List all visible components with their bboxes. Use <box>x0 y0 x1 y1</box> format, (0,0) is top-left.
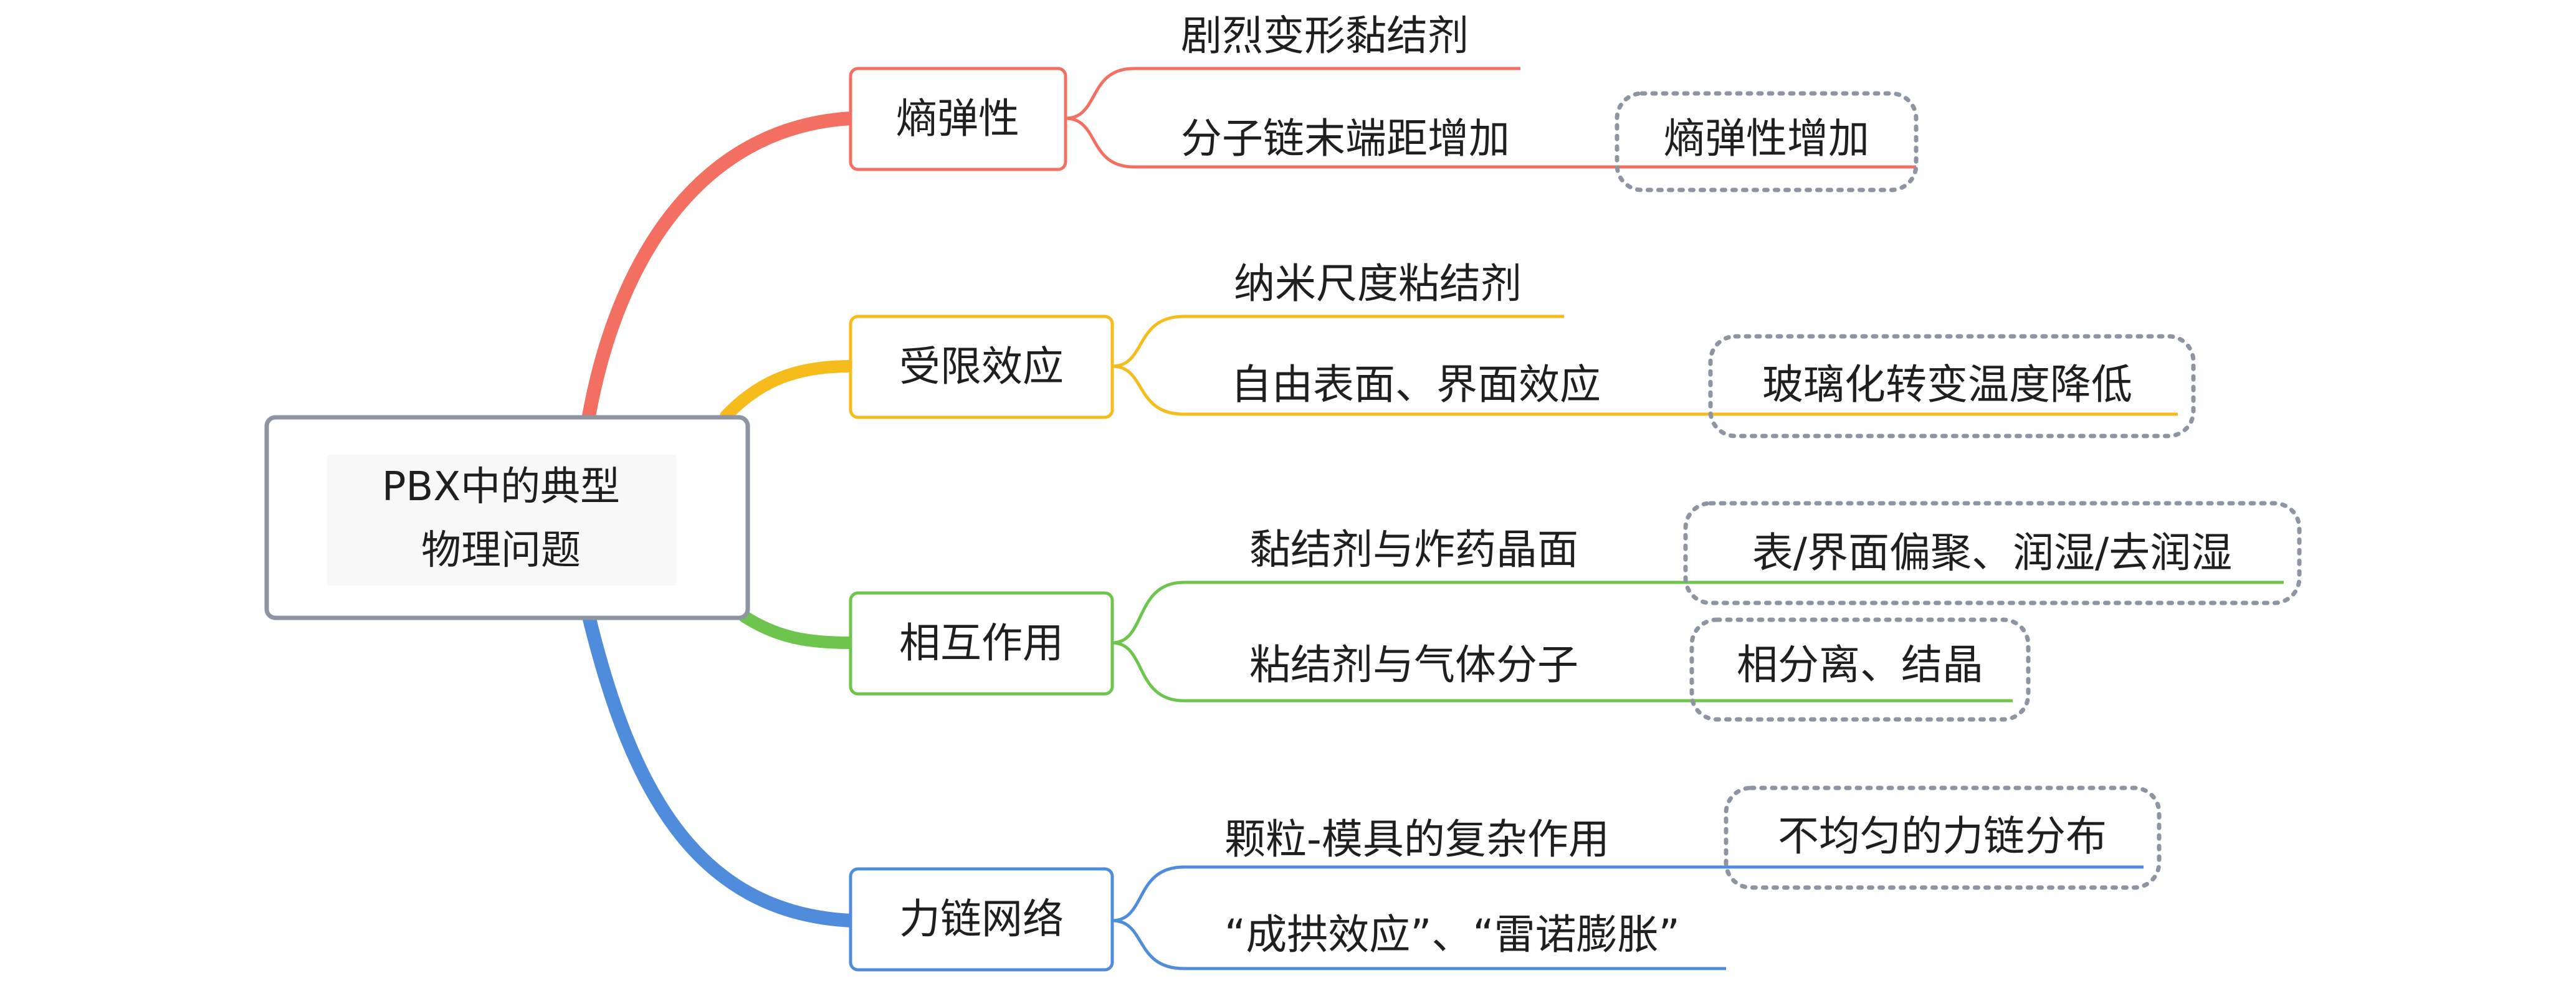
sub-connector <box>1112 865 2144 922</box>
branch-label: 熵弹性 <box>896 95 1019 143</box>
result-text: 不均匀的力链分布 <box>1778 812 2107 860</box>
item-text: 纳米尺度粘结剂 <box>1234 260 1522 308</box>
sub-connector <box>1112 581 2284 645</box>
item-text: 剧烈变形黏结剂 <box>1181 12 1469 60</box>
result-text: 表/界面偏聚、润湿/去润湿 <box>1752 529 2232 577</box>
branch-confinement-effect: 受限效应 纳米尺度粘结剂 自由表面、界面效应 玻璃化转变温度降低 <box>849 260 2196 438</box>
branch-label: 受限效应 <box>899 343 1064 391</box>
item-text: “成拱效应”、“雷诺膨胀” <box>1224 911 1680 959</box>
result-box <box>1615 91 1919 192</box>
root-node: PBX中的典型 物理问题 <box>264 415 750 620</box>
connector-interaction <box>738 610 857 649</box>
connector-force-chain-network <box>582 610 857 927</box>
sub-connector <box>1112 364 2178 416</box>
item-text: 颗粒-模具的复杂作用 <box>1224 815 1610 863</box>
result-box <box>1708 334 2196 438</box>
sub-connector <box>1112 315 1564 368</box>
item-text: 自由表面、界面效应 <box>1231 361 1601 409</box>
item-text: 黏结剂与炸药晶面 <box>1249 526 1578 574</box>
root-title-line2: 物理问题 <box>421 528 581 574</box>
branch-interaction: 相互作用 黏结剂与炸药晶面 粘结剂与气体分子 表/界面偏聚、润湿/去润湿 相分离… <box>849 501 2302 722</box>
branch-entropy-elasticity: 熵弹性 剧烈变形黏结剂 分子链末端距增加 熵弹性增加 <box>849 12 1919 192</box>
connector-confinement-effect <box>720 360 857 422</box>
branch-force-chain-network: 力链网络 颗粒-模具的复杂作用 “成拱效应”、“雷诺膨胀” 不均匀的力链分布 <box>849 785 2162 972</box>
branch-label: 力链网络 <box>899 895 1064 943</box>
result-box <box>1689 617 2031 722</box>
connector-entropy-elasticity <box>582 111 857 423</box>
result-text: 玻璃化转变温度降低 <box>1762 361 2132 409</box>
sub-connector <box>1065 116 1916 169</box>
sub-connector <box>1112 641 2013 703</box>
branch-label: 相互作用 <box>899 619 1064 667</box>
item-text: 粘结剂与气体分子 <box>1249 641 1578 689</box>
result-text: 相分离、结晶 <box>1737 641 1983 689</box>
item-text: 分子链末端距增加 <box>1181 115 1510 163</box>
result-box <box>1724 785 2162 890</box>
sub-connector <box>1065 67 1520 120</box>
sub-connector <box>1112 919 1726 970</box>
root-title-line1: PBX中的典型 <box>382 464 620 510</box>
result-box <box>1683 501 2302 605</box>
result-text: 熵弹性增加 <box>1664 115 1869 163</box>
